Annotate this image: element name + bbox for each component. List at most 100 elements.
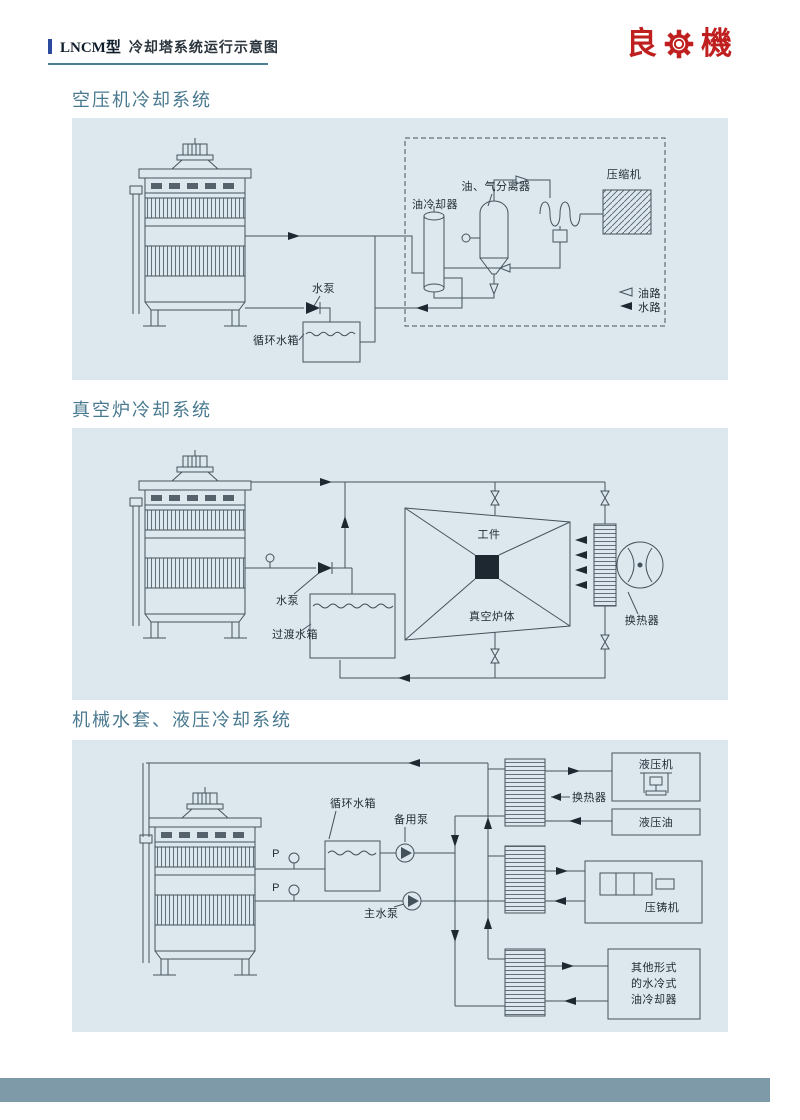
flow-arrow-left	[575, 581, 587, 589]
gauge-icon	[265, 553, 275, 563]
cooling-tower	[129, 449, 252, 639]
flow-arrow-down	[451, 930, 459, 942]
oil-flow-arrow	[515, 175, 530, 185]
flow-arrow-right	[320, 478, 332, 486]
flow-arrow-down	[451, 835, 459, 847]
valve-icon	[490, 490, 500, 506]
brand-logo: 良 機	[626, 28, 732, 59]
diagram-panel-mechanical-hydraulic: P P	[72, 740, 728, 1032]
transition-tank-label: 过渡水箱	[272, 627, 318, 641]
other-cooler-label-2: 的水冷式	[631, 976, 677, 990]
pressure-gauge-icon	[288, 884, 300, 896]
section-title-air-compressor: 空压机冷却系统	[72, 90, 212, 110]
flow-arrow-left	[408, 759, 420, 767]
flow-arrow-right	[568, 767, 580, 775]
pressure-gauge-label: P	[272, 882, 280, 894]
other-oil-cooler-box	[607, 948, 701, 1020]
piping	[245, 481, 639, 679]
cooling-tower	[129, 137, 252, 327]
legend-oil-label: 油路	[638, 286, 661, 300]
flow-arrow-up	[484, 917, 492, 929]
circulating-tank	[302, 321, 361, 363]
flow-arrow-left	[554, 897, 566, 905]
hydraulic-oil-box	[611, 808, 701, 836]
flow-arrow-right	[288, 232, 300, 240]
valve-icon	[490, 648, 500, 664]
flow-arrow-left	[575, 536, 587, 544]
die-casting-machine-box	[584, 860, 703, 924]
other-cooler-label-3: 油冷却器	[631, 992, 677, 1006]
hydraulic-press-label: 液压机	[639, 757, 674, 771]
other-cooler-label-1: 其他形式	[631, 961, 677, 974]
separator-label: 油、气分离器	[462, 179, 531, 193]
flow-arrow-up	[484, 817, 492, 829]
legend-oil-arrow-icon	[618, 287, 633, 297]
flow-arrow-left	[416, 304, 428, 312]
water-surface	[305, 331, 356, 337]
model-code: LNCM型	[60, 40, 121, 56]
water-pump-label: 水泵	[276, 594, 299, 607]
mechanical-hydraulic-diagram: P P	[139, 752, 703, 1020]
circulating-tank-label: 循环水箱	[330, 796, 376, 810]
legend-water-arrow-icon	[620, 302, 632, 310]
backup-pump-label: 备用泵	[394, 812, 429, 826]
logo-char-left: 良	[626, 26, 657, 61]
circulating-tank-label: 循环水箱	[253, 333, 299, 347]
water-pump-symbol	[306, 302, 320, 314]
hydraulic-press-icon	[640, 772, 672, 796]
water-pump-symbol	[318, 562, 332, 574]
flow-arrow-up	[341, 516, 349, 528]
header-accent-bar	[48, 39, 52, 54]
piping	[142, 762, 612, 1007]
heat-exchanger	[593, 523, 664, 607]
piping	[245, 235, 463, 343]
heat-exchanger-1	[504, 758, 546, 827]
workpiece-label: 工件	[478, 528, 501, 541]
backup-pump-symbol	[395, 843, 415, 863]
transition-tank	[309, 593, 396, 659]
die-casting-machine-icon	[599, 872, 675, 896]
vacuum-furnace	[404, 507, 571, 641]
gear-icon	[664, 29, 694, 58]
compressor-motor	[602, 189, 652, 235]
hydraulic-press-box	[611, 752, 701, 802]
heat-exchanger-label: 换热器	[572, 790, 607, 804]
footer-bar	[0, 1078, 770, 1102]
section-title-vacuum-furnace: 真空炉冷却系统	[72, 400, 212, 420]
flow-arrow-right	[562, 962, 574, 970]
oil-cooler-label: 油冷却器	[412, 197, 458, 211]
water-surface	[327, 850, 377, 856]
main-pump-label: 主水泵	[364, 907, 399, 920]
flow-arrow-left	[564, 997, 576, 1005]
water-pump-label: 水泵	[312, 282, 335, 295]
legend: 油路 水路	[618, 286, 661, 314]
pressure-gauge-icon	[288, 852, 300, 864]
die-casting-machine-label: 压铸机	[645, 900, 680, 914]
oil-flow-arrow	[489, 283, 499, 296]
oil-gas-separator	[461, 193, 509, 286]
pressure-gauge-label: P	[272, 848, 280, 860]
circulating-tank	[324, 840, 381, 892]
oil-cooler	[423, 206, 445, 293]
logo-char-right: 機	[701, 26, 732, 61]
legend-water-label: 水路	[638, 301, 661, 314]
compressor-label: 压缩机	[607, 167, 642, 181]
heat-exchanger-3	[504, 948, 546, 1017]
heat-exchanger-2	[504, 845, 546, 914]
section-title-mechanical-hydraulic: 机械水套、液压冷却系统	[72, 710, 292, 730]
diagram-panel-vacuum-furnace: 工件 真空炉体 水泵 过渡水箱 换热器	[72, 428, 728, 700]
air-compressor-diagram: 油路 水路 油冷却器 油、气分离器 压缩机 水泵 循环水箱	[129, 137, 666, 363]
gauge-icon	[461, 233, 471, 243]
cooling-tower	[139, 786, 262, 976]
flow-arrow-right	[556, 867, 568, 875]
water-surface	[312, 603, 394, 609]
furnace-body-label: 真空炉体	[469, 609, 515, 623]
hydraulic-oil-label: 液压油	[639, 815, 674, 829]
flow-arrow-left	[575, 566, 587, 574]
vacuum-furnace-diagram: 工件 真空炉体 水泵 过渡水箱 换热器	[129, 449, 664, 682]
label-arrow-left	[551, 793, 561, 801]
screw-airend	[539, 201, 603, 243]
compressor-enclosure	[404, 137, 666, 327]
flow-arrow-left	[398, 674, 410, 682]
